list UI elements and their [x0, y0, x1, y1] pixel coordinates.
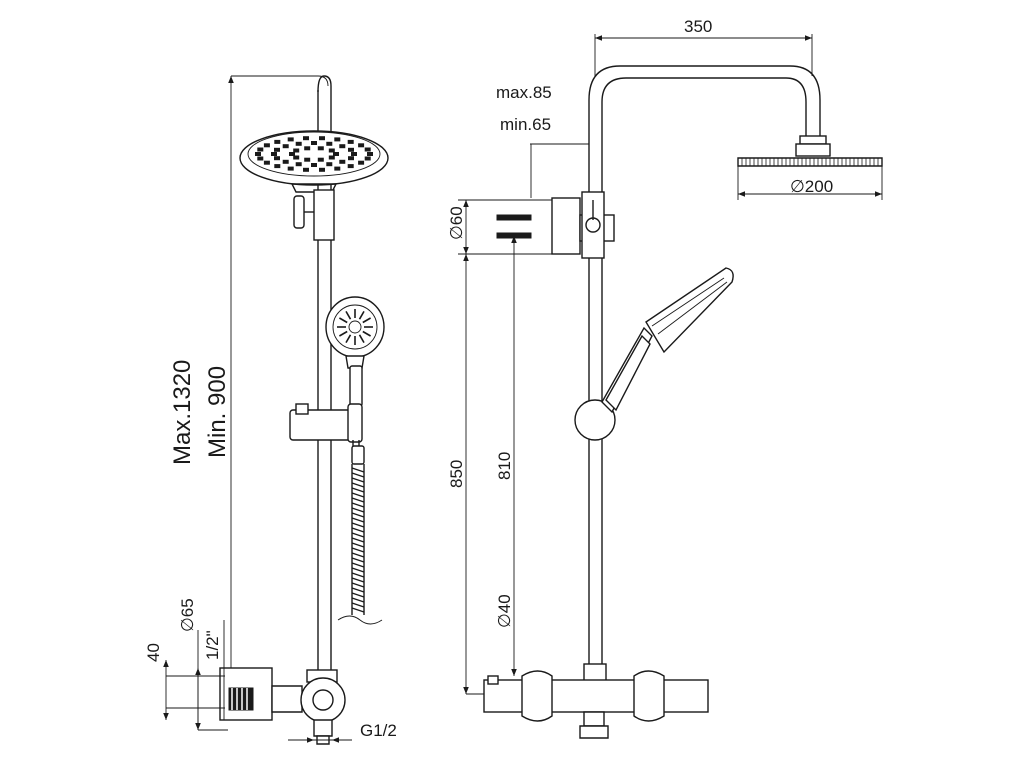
- thermostatic-mixer: [483, 663, 709, 739]
- head-diameter-label: ∅200: [790, 177, 833, 196]
- max-height-label: Max.1320: [169, 360, 196, 465]
- rain-head-front: ∅200: [737, 135, 883, 200]
- dim-40-label: 40: [144, 643, 163, 662]
- slider-holder: [289, 403, 363, 451]
- side-view: Max.1320 Min. 900 40 ∅65 1/2" G1/2: [144, 75, 397, 745]
- thread-half-label: 1/2": [203, 630, 222, 660]
- hand-shower-front: [601, 267, 734, 414]
- nozzle-pattern: [255, 136, 373, 172]
- min-height-label: Min. 900: [204, 366, 231, 458]
- height-850-label: 850: [447, 460, 466, 488]
- shower-hose: [337, 445, 383, 625]
- height-810-label: 810: [495, 452, 514, 480]
- front-view: 350 max.85 min.65 ∅200: [447, 17, 883, 739]
- top-width-label: 350: [684, 17, 712, 36]
- hand-shower-head: [325, 296, 385, 407]
- dim-65-label: ∅65: [178, 598, 197, 632]
- mixer-body-side: [219, 667, 346, 745]
- rain-shower-head: [239, 130, 389, 193]
- inlet-diameter-label: ∅40: [495, 594, 514, 628]
- body-diameter-label: ∅60: [447, 206, 466, 240]
- wall-bracket: [496, 191, 615, 259]
- outlet-thread-label: G1/2: [360, 721, 397, 740]
- arm-min-label: min.65: [500, 115, 551, 134]
- arm-max-label: max.85: [496, 83, 552, 102]
